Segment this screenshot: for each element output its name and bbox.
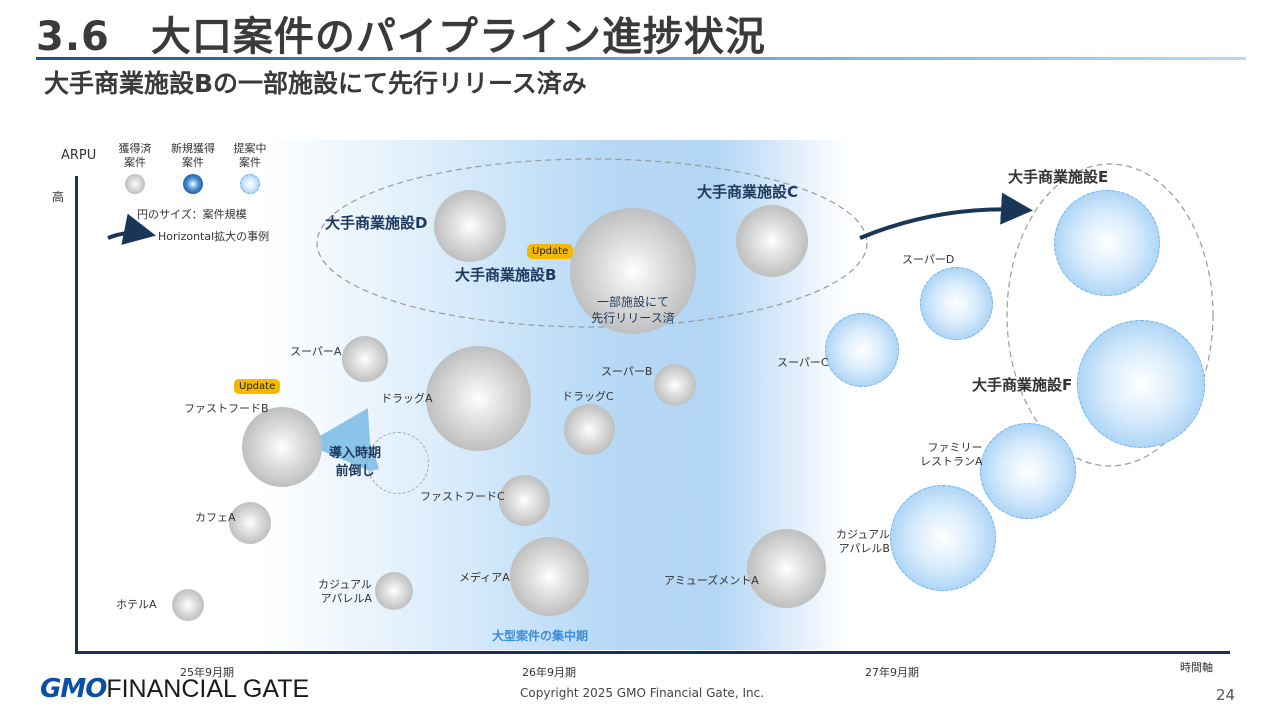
y-axis xyxy=(75,176,78,654)
bubble-super-d xyxy=(920,267,993,340)
label-cafe-a: カフェA xyxy=(195,511,236,524)
tick-fy26: 26年9月期 xyxy=(522,666,576,679)
tick-fy25: 25年9月期 xyxy=(180,666,234,679)
bubble-big-f xyxy=(1077,320,1205,448)
label-super-d: スーパーD xyxy=(902,253,955,266)
label-amusement-a: アミューズメントA xyxy=(664,574,759,587)
y-axis-high: 高 xyxy=(52,190,65,204)
label-fastfood-c: ファストフードC xyxy=(420,490,505,503)
bubble-cafe-a xyxy=(229,502,271,544)
y-axis-label: ARPU xyxy=(61,148,97,163)
label-drug-a: ドラッグA xyxy=(381,392,433,405)
label-hotel-a: ホテルA xyxy=(116,598,157,611)
label-big-e: 大手商業施設E xyxy=(1008,168,1109,186)
page-number: 24 xyxy=(1216,686,1236,704)
bubble-casual-a xyxy=(375,572,413,610)
bubble-super-a xyxy=(342,336,388,382)
gmo-logo: GMOFINANCIAL GATE xyxy=(40,674,309,704)
page-title: 3.6 大口案件のパイプライン進捗状況 xyxy=(36,14,766,60)
bubble-fastfood-b-former xyxy=(367,432,429,494)
legend-proposal-label: 提案中 案件 xyxy=(233,142,267,169)
update-badge-fastfood-b: Update xyxy=(234,379,281,394)
legend-proposal-dot xyxy=(240,174,260,194)
label-casual-b: カジュアル アパレルB xyxy=(836,528,890,555)
bubble-fastfood-c xyxy=(499,475,550,526)
group-ellipse-top xyxy=(316,158,868,328)
copyright: Copyright 2025 GMO Financial Gate, Inc. xyxy=(520,686,765,700)
legend-new-label: 新規獲得 案件 xyxy=(171,142,215,169)
bubble-fastfood-b xyxy=(242,407,322,487)
label-fastfood-b: ファストフードB xyxy=(184,402,269,415)
label-drug-c: ドラッグC xyxy=(562,390,614,403)
legend-size-note: 円のサイズ：案件規模 xyxy=(137,208,247,221)
label-super-a: スーパーA xyxy=(290,345,342,358)
legend-acquired-dot xyxy=(125,174,145,194)
bubble-casual-b xyxy=(890,485,996,591)
label-big-f: 大手商業施設F xyxy=(972,376,1073,394)
tick-fy27: 27年9月期 xyxy=(865,666,919,679)
label-super-b: スーパーB xyxy=(601,365,653,378)
update-badge-big-b: Update xyxy=(527,244,574,259)
label-big-c: 大手商業施設C xyxy=(697,183,799,201)
bubble-big-e xyxy=(1054,190,1160,296)
label-casual-a: カジュアル アパレルA xyxy=(318,578,372,605)
label-super-c: スーパーC xyxy=(777,356,829,369)
bubble-big-d xyxy=(434,190,506,262)
bubble-family-a xyxy=(980,423,1076,519)
bubble-drug-a xyxy=(426,346,531,451)
label-media-a: メディアA xyxy=(459,571,510,584)
bubble-big-b xyxy=(570,208,696,334)
legend-new-dot xyxy=(183,174,203,194)
bubble-hotel-a xyxy=(172,589,204,621)
legend-arrow xyxy=(107,213,156,245)
bubble-drug-c xyxy=(564,404,615,455)
label-advance: 導入時期 前倒し xyxy=(328,446,381,479)
group-ellipse-right xyxy=(1006,163,1214,467)
page-subtitle: 大手商業施設Bの一部施設にて先行リリース済み xyxy=(44,69,587,98)
label-big-d: 大手商業施設D xyxy=(325,214,428,232)
legend-acquired-label: 獲得済 案件 xyxy=(118,142,152,169)
x-axis-label: 時間軸 xyxy=(1180,661,1213,674)
label-big-b-inner: 一部施設にて 先行リリース済 xyxy=(591,295,675,325)
label-family-a: ファミリー レストランA xyxy=(920,441,983,468)
title-rule xyxy=(36,57,1246,60)
bubble-super-c xyxy=(825,313,899,387)
bubble-media-a xyxy=(510,537,589,616)
label-big-b: 大手商業施設B xyxy=(455,266,557,284)
band-label: 大型案件の集中期 xyxy=(492,629,589,643)
x-axis xyxy=(75,651,1230,654)
logo-financial-gate: FINANCIAL GATE xyxy=(106,675,310,703)
legend-arrow-note: Horizontal拡大の事例 xyxy=(158,230,270,243)
bubble-big-c xyxy=(736,205,808,277)
horizontal-expansion-arrow xyxy=(859,192,1033,240)
bubble-super-b xyxy=(654,364,696,406)
logo-gmo: GMO xyxy=(40,674,107,704)
bubble-amusement-a xyxy=(747,529,826,608)
